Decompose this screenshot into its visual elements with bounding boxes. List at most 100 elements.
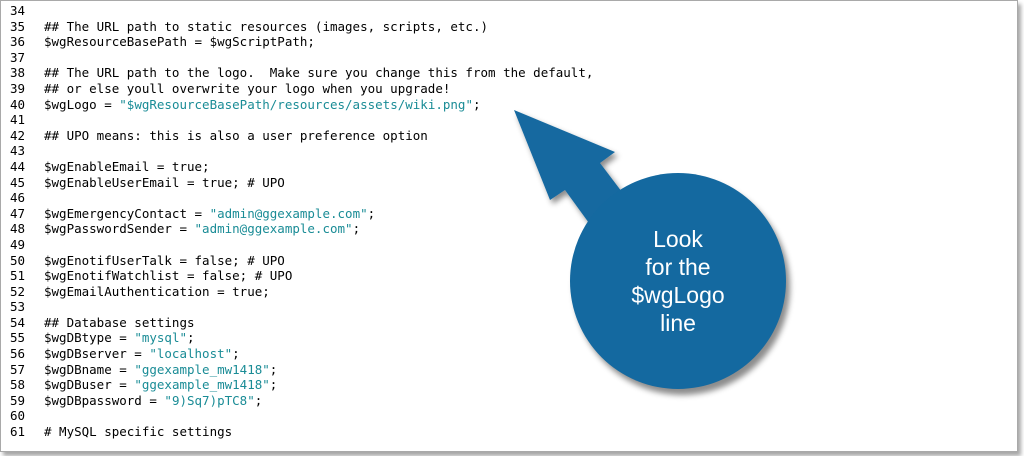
code-token: $wgEnotifUserTalk = false; # UPO xyxy=(44,252,285,268)
line-source: $wgEnableUserEmail = true; # UPO xyxy=(44,175,285,191)
code-line: 56$wgDBserver = "localhost"; xyxy=(1,346,1017,362)
code-token: $wgEnotifWatchlist = false; # UPO xyxy=(44,268,293,284)
line-source: $wgDBuser = "ggexample_mw1418"; xyxy=(44,377,277,393)
code-line: 39## or else youll overwrite your logo w… xyxy=(1,81,1017,97)
line-source: $wgEmailAuthentication = true; xyxy=(44,284,270,300)
code-line: 45 $wgEnableUserEmail = true; # UPO xyxy=(1,175,1017,191)
line-number: 52 xyxy=(10,283,26,299)
code-line: 54 ## Database settings xyxy=(1,315,1017,331)
code-line: 59 $wgDBpassword = "9)Sq7)pTC8"; xyxy=(1,393,1017,409)
code-line: 55 $wgDBtype = "mysql"; xyxy=(1,330,1017,346)
code-token: ## Database settings xyxy=(44,314,195,330)
code-line: 34 xyxy=(1,3,1017,19)
code-line: 50 $wgEnotifUserTalk = false; # UPO xyxy=(1,253,1017,269)
code-line: 38 ## The URL path to the logo. Make sure… xyxy=(1,65,1017,81)
line-number: 47 xyxy=(10,205,26,221)
code-line: 37 xyxy=(1,50,1017,66)
code-line: 52 $wgEmailAuthentication = true; xyxy=(1,284,1017,300)
string-literal: "ggexample_mw1418" xyxy=(134,361,270,377)
callout-line: Look xyxy=(653,226,703,252)
line-number: 50 xyxy=(10,252,26,268)
line-number: 34 xyxy=(10,3,26,18)
code-token: $wgEmailAuthentication = true; xyxy=(44,283,270,299)
line-number: 58 xyxy=(10,377,26,393)
code-token: $wgEnableEmail = true; xyxy=(44,158,210,174)
string-literal: "admin@ggexample.com" xyxy=(194,221,353,237)
line-source: $wgDBserver = "localhost"; xyxy=(44,346,240,362)
code-line: 53 xyxy=(1,299,1017,315)
code-line: 40$wgLogo = "$wgResourceBasePath/resourc… xyxy=(1,97,1017,113)
line-number: 55 xyxy=(10,330,26,346)
string-literal: "mysql" xyxy=(134,330,187,346)
line-source: $wgEnableEmail = true; xyxy=(44,159,210,175)
code-token: $wgResourceBasePath = $wgScriptPath; xyxy=(44,34,315,50)
line-source: ## UPO means: this is also a user prefer… xyxy=(44,128,428,144)
line-number: 41 xyxy=(10,112,26,128)
code-token: $wgDBpassword = xyxy=(44,392,165,408)
code-line: 58 $wgDBuser = "ggexample_mw1418"; xyxy=(1,377,1017,393)
code-line: 36$wgResourceBasePath = $wgScriptPath; xyxy=(1,34,1017,50)
line-number: 38 xyxy=(10,65,26,81)
code-line: 46 xyxy=(1,190,1017,206)
code-line: 42 ## UPO means: this is also a user pref… xyxy=(1,128,1017,144)
line-number: 44 xyxy=(10,158,26,174)
line-number: 43 xyxy=(10,143,26,159)
line-number: 46 xyxy=(10,190,26,206)
code-token: $wgLogo = xyxy=(44,96,120,112)
callout-line: line xyxy=(660,310,696,336)
line-source: $wgDBtype = "mysql"; xyxy=(44,330,195,346)
line-source: ## The URL path to the logo. Make sure y… xyxy=(44,65,593,81)
line-number: 60 xyxy=(10,408,26,424)
code-line: 41 xyxy=(1,112,1017,128)
code-token: ; xyxy=(269,377,278,393)
line-source: $wgPasswordSender = "admin@ggexample.com… xyxy=(44,221,360,237)
line-number: 57 xyxy=(10,361,26,377)
line-number: 49 xyxy=(10,236,26,252)
code-token: $wgDBname = xyxy=(44,361,135,377)
line-number: 40 xyxy=(10,96,26,112)
code-token: $wgEnableUserEmail = true; # UPO xyxy=(44,174,285,190)
line-source: ## or else youll overwrite your logo whe… xyxy=(44,81,450,97)
code-line: 57 $wgDBname = "ggexample_mw1418"; xyxy=(1,362,1017,378)
code-line: 35## The URL path to static resources (i… xyxy=(1,19,1017,35)
line-number: 54 xyxy=(10,314,26,330)
code-token: ## The URL path to the logo. Make sure y… xyxy=(44,65,594,81)
code-token: ; xyxy=(472,96,481,112)
line-source: $wgResourceBasePath = $wgScriptPath; xyxy=(44,34,315,50)
code-line: 60 xyxy=(1,408,1017,424)
line-number: 59 xyxy=(10,392,26,408)
line-source: ## Database settings xyxy=(44,315,195,331)
string-literal: "ggexample_mw1418" xyxy=(134,377,270,393)
code-token: # MySQL specific settings xyxy=(44,424,233,440)
code-token: $wgDBuser = xyxy=(44,377,135,393)
line-number: 42 xyxy=(10,127,26,143)
line-source: $wgEnotifWatchlist = false; # UPO xyxy=(44,268,292,284)
line-number: 45 xyxy=(10,174,26,190)
callout-line: for the xyxy=(645,254,711,280)
code-line: 47 $wgEmergencyContact = "admin@ggexample… xyxy=(1,206,1017,222)
code-token: ## The URL path to static resources (ima… xyxy=(44,18,489,34)
code-token: ; xyxy=(367,205,376,221)
code-token: $wgPasswordSender = xyxy=(44,221,195,237)
line-source: $wgEnotifUserTalk = false; # UPO xyxy=(44,253,285,269)
code-line: 51 $wgEnotifWatchlist = false; # UPO xyxy=(1,268,1017,284)
code-line: 61# MySQL specific settings xyxy=(1,424,1017,440)
line-number: 53 xyxy=(10,299,26,315)
string-literal: "localhost" xyxy=(149,346,233,362)
line-source: $wgEmergencyContact = "admin@ggexample.c… xyxy=(44,206,375,222)
code-token: ; xyxy=(254,392,263,408)
line-source: # MySQL specific settings xyxy=(44,424,232,440)
code-line: 44 $wgEnableEmail = true; xyxy=(1,159,1017,175)
code-token: ; xyxy=(269,361,278,377)
line-number: 51 xyxy=(10,268,26,284)
line-number: 37 xyxy=(10,49,26,65)
code-line: 43 xyxy=(1,143,1017,159)
string-literal: "9)Sq7)pTC8" xyxy=(164,392,255,408)
code-token: $wgEmergencyContact = xyxy=(44,205,210,221)
line-source: $wgDBpassword = "9)Sq7)pTC8"; xyxy=(44,393,262,409)
line-source: ## The URL path to static resources (ima… xyxy=(44,19,488,35)
callout-line: $wgLogo xyxy=(631,282,725,308)
